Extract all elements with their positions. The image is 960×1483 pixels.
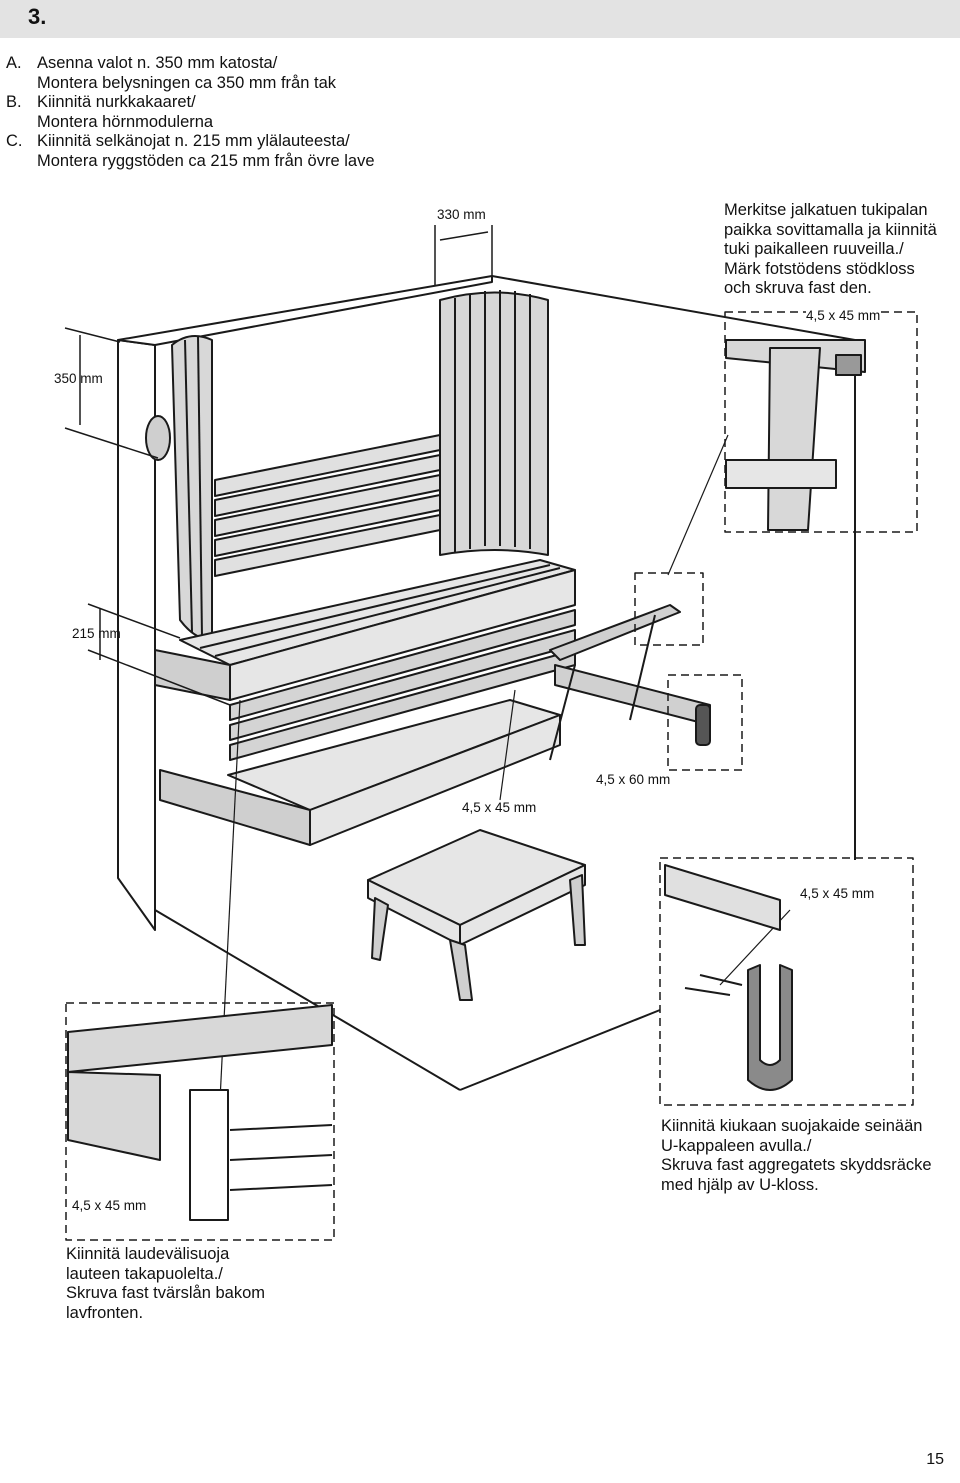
dimension-lines — [64, 225, 493, 706]
note-support: Merkitse jalkatuen tukipalan paikka sovi… — [724, 201, 937, 299]
heater-guard-rail — [549, 604, 711, 761]
section-number: 3. — [28, 4, 47, 29]
callout-boxes — [65, 311, 918, 1241]
page-number: 15 — [926, 1451, 944, 1468]
step-c: C. Kiinnitä selkänojat n. 215 mm ylälaut… — [6, 132, 375, 152]
backrest-panel — [214, 434, 441, 577]
screw-label-support: 4,5 x 45 mm — [806, 308, 881, 323]
step-text: Kiinnitä nurkkakaaret/ — [37, 93, 196, 112]
step-a: A. Asenna valot n. 350 mm katosta/ — [6, 54, 375, 74]
corner-module-right — [439, 290, 549, 556]
step-b: B. Kiinnitä nurkkakaaret/ — [6, 93, 375, 113]
corner-module-left — [171, 335, 213, 641]
light-fixture — [145, 415, 171, 461]
step-text-sv: Montera belysningen ca 350 mm från tak — [37, 73, 336, 92]
screw-label-u-bracket: 4,5 x 45 mm — [800, 886, 875, 901]
support-detail — [725, 339, 866, 531]
dim-label-350: 350 mm — [54, 371, 103, 386]
note-heater-guard: Kiinnitä kiukaan suojakaide seinään U-ka… — [661, 1117, 932, 1194]
dim-label-330: 330 mm — [437, 207, 486, 222]
step-text-sv: Montera hörnmodulerna — [37, 112, 214, 131]
step-text: Asenna valot n. 350 mm katosta/ — [37, 54, 278, 72]
screw-label-bench: 4,5 x 45 mm — [462, 800, 537, 815]
note-crossbar: Kiinnitä laudevälisuoja lauteen takapuol… — [66, 1245, 265, 1322]
step-letter: C. — [6, 132, 23, 151]
section-header-bar — [0, 0, 960, 38]
upper-bench — [154, 559, 576, 701]
u-bracket-detail — [664, 864, 793, 1091]
screw-label-rail: 4,5 x 60 mm — [596, 772, 671, 787]
crossbar-detail — [67, 1004, 333, 1221]
footstool — [367, 829, 586, 1001]
instruction-steps: A. Asenna valot n. 350 mm katosta/ Monte… — [6, 54, 375, 172]
dim-label-215: 215 mm — [72, 626, 121, 641]
step-text-sv: Montera ryggstöden ca 215 mm från övre l… — [37, 151, 375, 170]
step-text: Kiinnitä selkänojat n. 215 mm ylälautees… — [37, 132, 350, 151]
bench-front-slats — [229, 609, 576, 761]
screw-label-crossbar: 4,5 x 45 mm — [72, 1198, 147, 1213]
step-letter: B. — [6, 93, 22, 112]
step-letter: A. — [6, 54, 22, 72]
